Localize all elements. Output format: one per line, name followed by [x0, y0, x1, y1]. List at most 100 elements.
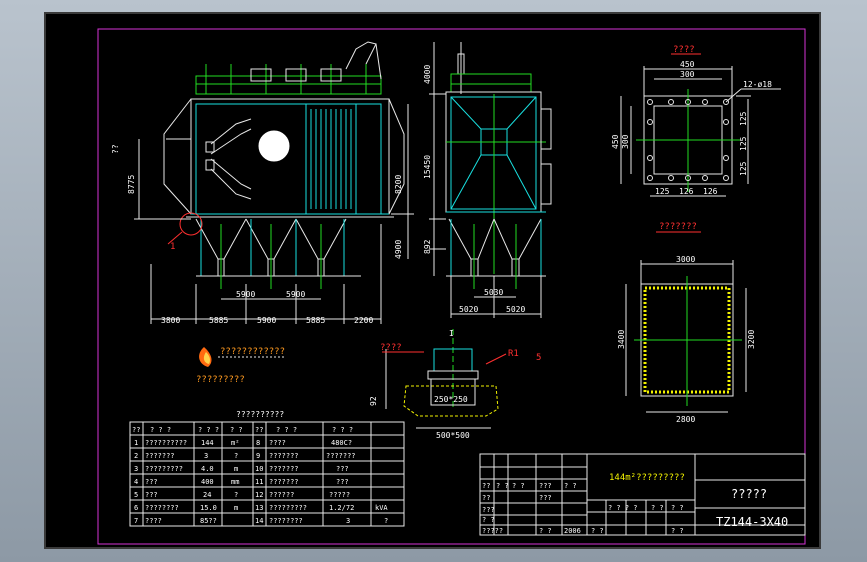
svg-text:24: 24: [203, 491, 211, 499]
drawing-border: [97, 28, 806, 545]
svg-text:12: 12: [255, 491, 263, 499]
dim-flange-bottom-2: 126: [679, 187, 694, 196]
cad-drawing: 1 3800 5885 5900 5885 2200 5900 5900 877…: [97, 28, 806, 545]
th-6: ? ? ?: [332, 426, 353, 434]
flange-title: ????: [673, 45, 695, 55]
svg-text:5: 5: [134, 491, 138, 499]
tb-cell: ?????: [482, 527, 503, 535]
svg-text:8: 8: [256, 439, 260, 447]
company-text-bottom: ?????????: [196, 375, 245, 385]
svg-text:1: 1: [134, 439, 138, 447]
dim-front-2: 5885: [209, 316, 228, 325]
tb-cell: 2006: [564, 527, 581, 535]
dim-hopper-left: 3400: [617, 330, 626, 349]
flange-holes-note: 12-ø18: [743, 80, 772, 89]
svg-text:400: 400: [201, 478, 214, 486]
tb-cell: ??: [482, 482, 490, 490]
svg-text:4.0: 4.0: [201, 465, 214, 473]
th-5: ? ? ?: [276, 426, 297, 434]
svg-text:???: ???: [336, 478, 349, 486]
title-block: 144m²????????? ????? TZ144-3X40 ?? ? ? ?…: [479, 453, 806, 536]
svg-text:????: ????: [145, 517, 162, 525]
svg-text:144: 144: [201, 439, 214, 447]
dim-foundation-width: 250*250: [434, 395, 468, 404]
svg-text:11: 11: [255, 478, 263, 486]
dim-foundation-base: 500*500: [436, 431, 470, 440]
th-3: ? ?: [230, 426, 243, 434]
side-dimensions: 4000 15450 892 5030 5020 5020: [423, 42, 542, 318]
dim-flange-bottom-3: 126: [703, 187, 718, 196]
dim-hopper-right: 3200: [747, 330, 756, 349]
flange-detail: ???? 450 300 450 300 125 125 125 125 126…: [611, 45, 781, 197]
svg-text:????????: ????????: [145, 504, 179, 512]
tech-table-title: ??????????: [236, 410, 284, 419]
svg-text:??????: ??????: [269, 491, 294, 499]
dim-front-left: 8775: [127, 175, 136, 194]
svg-text:???: ???: [145, 478, 158, 486]
svg-text:6: 6: [134, 504, 138, 512]
th-0: ??: [132, 426, 140, 434]
dim-side-bottom-1: 5020: [459, 305, 478, 314]
dim-foundation-height: 92: [369, 396, 378, 406]
dim-side-bottom-2: 5020: [506, 305, 525, 314]
tb-cell: ???: [539, 494, 552, 502]
svg-text:????: ????: [269, 439, 286, 447]
dim-front-mid-1: 5900: [236, 290, 255, 299]
tb-cell: ? ?: [482, 516, 495, 524]
tb-cell: ? ?: [564, 482, 577, 490]
dim-flange-right-1: 125: [739, 111, 748, 126]
dim-hopper-top: 3000: [676, 255, 695, 264]
dim-flange-left-inner: 300: [621, 134, 630, 149]
th-1: ? ? ?: [150, 426, 171, 434]
svg-text:13: 13: [255, 504, 263, 512]
svg-text:????????: ????????: [269, 517, 303, 525]
dim-flange-right-3: 125: [739, 161, 748, 176]
tb-cell: ???: [482, 506, 495, 514]
tb-cell: ? ?: [512, 482, 525, 490]
table-row: 7????85??14????????3?: [134, 517, 388, 525]
drawing-canvas[interactable]: 1 3800 5885 5900 5885 2200 5900 5900 877…: [44, 12, 821, 549]
svg-text:???: ???: [145, 491, 158, 499]
dim-front-3: 5900: [257, 316, 276, 325]
svg-text:?: ?: [234, 491, 238, 499]
svg-text:???????: ???????: [269, 452, 299, 460]
svg-text:???????: ???????: [269, 465, 299, 473]
foundation-detail: I 92 250*250 500*500 ???? R1 5: [369, 329, 541, 440]
svg-text:m: m: [234, 465, 238, 473]
th-4: ??: [255, 426, 263, 434]
model-code: TZ144-3X40: [716, 515, 788, 529]
svg-text:10: 10: [255, 465, 263, 473]
svg-text:85??: 85??: [200, 517, 217, 525]
tb-cell: ??: [482, 494, 490, 502]
dim-side-top: 4000: [423, 65, 432, 84]
svg-text:?: ?: [234, 452, 238, 460]
svg-text:2: 2: [134, 452, 138, 460]
hopper-title: ???????: [659, 222, 697, 232]
dim-front-5: 2200: [354, 316, 373, 325]
company-text-top: ????????????: [220, 347, 285, 357]
tb-cell: ? ?: [539, 527, 552, 535]
svg-text:?: ?: [384, 517, 388, 525]
dim-flange-right-2: 125: [739, 136, 748, 151]
front-elevation: 1: [163, 41, 405, 289]
section-label: I: [449, 329, 454, 338]
svg-text:14: 14: [255, 517, 263, 525]
tb-cell: ? ?: [651, 504, 664, 512]
table-row: 5???24?12???????????: [134, 491, 350, 499]
svg-text:?????????: ?????????: [145, 465, 183, 473]
svg-text:???????: ???????: [145, 452, 175, 460]
project-title: 144m²?????????: [609, 473, 685, 483]
tech-table: ?????????? ?? ? ? ? ? ? ? ? ? ?? ? ? ? ?…: [129, 410, 405, 527]
title-cell: ?????: [731, 487, 767, 501]
th-2: ? ? ?: [198, 426, 219, 434]
dim-front-1: 3800: [161, 316, 180, 325]
svg-text:3: 3: [204, 452, 208, 460]
tb-cell: ? ?: [496, 482, 509, 490]
dim-flange-bottom-1: 125: [655, 187, 670, 196]
company-logo: [199, 347, 286, 367]
dim-flange-top-outer: 450: [680, 60, 695, 69]
svg-text:m: m: [234, 504, 238, 512]
